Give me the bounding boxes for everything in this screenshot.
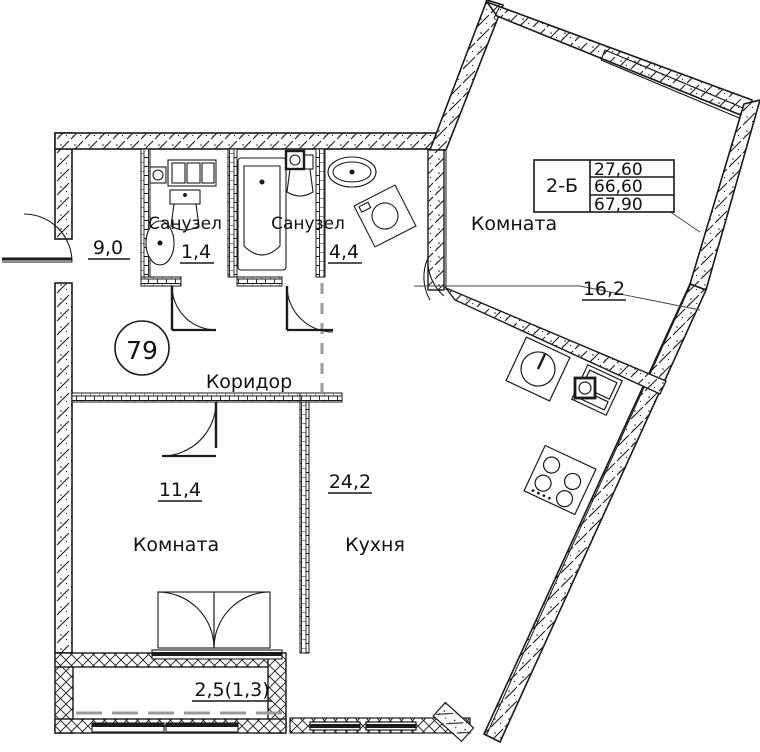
room-right-area: 16,2 [583, 278, 625, 300]
room-label-balcony: 2,5(1,3) [192, 679, 272, 702]
bath-small-area: 1,4 [181, 241, 211, 263]
corridor-name: Коридор [206, 371, 292, 393]
bath-large-area: 4,4 [329, 241, 359, 263]
total-with-balcony-value: 67,90 [594, 195, 643, 215]
kitchen-area: 24,2 [329, 471, 371, 493]
living-area-value: 27,60 [594, 160, 643, 180]
balcony-windows [91, 722, 239, 733]
apartment-number-badge: 79 [114, 320, 170, 376]
room-label-room-bottom: 11,4 Комната [133, 479, 219, 556]
bath-large-fixtures [237, 149, 417, 271]
room-label-hall: 9,0 [88, 237, 130, 260]
room-bottom-area: 11,4 [159, 479, 201, 501]
room-label-kitchen: 24,2 Кухня [328, 471, 405, 556]
balcony-area: 2,5(1,3) [194, 679, 269, 701]
balcony-doors [157, 591, 271, 649]
room-right-name: Комната [471, 213, 557, 235]
room-label-bath-small: Санузел 1,4 [148, 214, 222, 264]
room-label-corridor: Коридор [206, 371, 292, 393]
total-area-value: 66,60 [594, 177, 643, 197]
room-label-bath-large: Санузел 4,4 [271, 214, 362, 264]
bath-small-name: Санузел [148, 214, 222, 234]
room-label-room-right: Комната 16,2 [471, 213, 626, 301]
bath-large-name: Санузел [271, 214, 345, 234]
room-bottom-name: Комната [133, 534, 219, 556]
areas-table: 2-Б 27,60 66,60 67,90 [533, 159, 675, 215]
hall-area: 9,0 [93, 237, 123, 259]
apartment-type-label: 2-Б [546, 175, 578, 197]
apartment-number-text: 79 [126, 336, 158, 365]
kitchen-fixtures [505, 336, 624, 516]
bath-small-fixtures [145, 159, 217, 266]
kitchen-name: Кухня [345, 534, 405, 556]
